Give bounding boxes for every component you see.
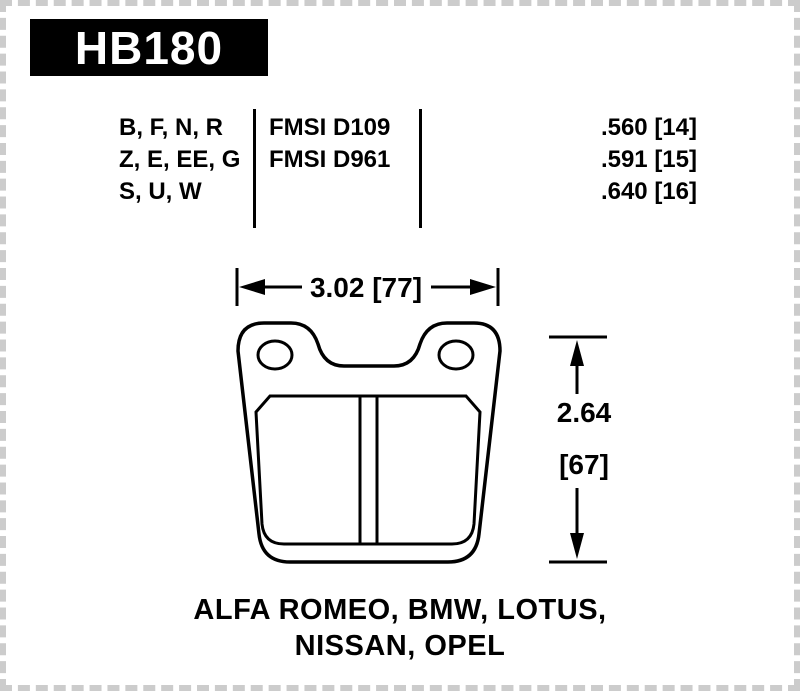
height-dimension-label-inches: 2.64 <box>557 397 612 428</box>
thickness-row: .560 [14] <box>600 114 697 141</box>
arrow-down-icon <box>570 533 584 559</box>
brake-pad-drawing: 3.02 [77] 2.64 [67] <box>235 268 612 564</box>
compound-row: B, F, N, R <box>119 114 224 141</box>
arrow-right-icon <box>470 279 496 295</box>
fmsi-row: FMSI D109 <box>269 114 391 141</box>
pad-hole-right <box>437 339 475 371</box>
thickness-column: .560 [14] .591 [15] .640 [16] <box>506 112 697 208</box>
arrow-left-icon <box>239 279 265 295</box>
part-number-label: HB180 <box>74 21 224 74</box>
width-dimension-label: 3.02 [77] <box>310 272 422 303</box>
thickness-row: .591 [15] <box>600 146 697 173</box>
pad-outline <box>236 321 502 564</box>
thickness-row: .640 [16] <box>600 178 697 205</box>
table-divider <box>419 109 422 228</box>
arrow-up-icon <box>570 340 584 366</box>
compound-row: Z, E, EE, G <box>119 146 241 173</box>
width-dimension <box>235 268 500 306</box>
friction-outline <box>254 394 482 546</box>
part-number-box: HB180 <box>30 19 268 76</box>
table-divider <box>253 109 256 228</box>
fmsi-row: FMSI D961 <box>269 146 391 173</box>
applications-line-2: NISSAN, OPEL <box>294 630 506 662</box>
height-dimension-label-mm: [67] <box>559 449 609 480</box>
applications-list: ALFA ROMEO, BMW, LOTUS, NISSAN, OPEL <box>6 592 794 664</box>
height-dimension <box>549 335 607 564</box>
pad-shape <box>236 321 502 564</box>
applications-line-1: ALFA ROMEO, BMW, LOTUS, <box>193 594 607 626</box>
compound-column: B, F, N, R Z, E, EE, G S, U, W <box>119 112 249 208</box>
pad-hole-left <box>256 339 294 371</box>
compound-row: S, U, W <box>119 178 202 205</box>
fmsi-column: FMSI D109 FMSI D961 <box>269 112 415 176</box>
